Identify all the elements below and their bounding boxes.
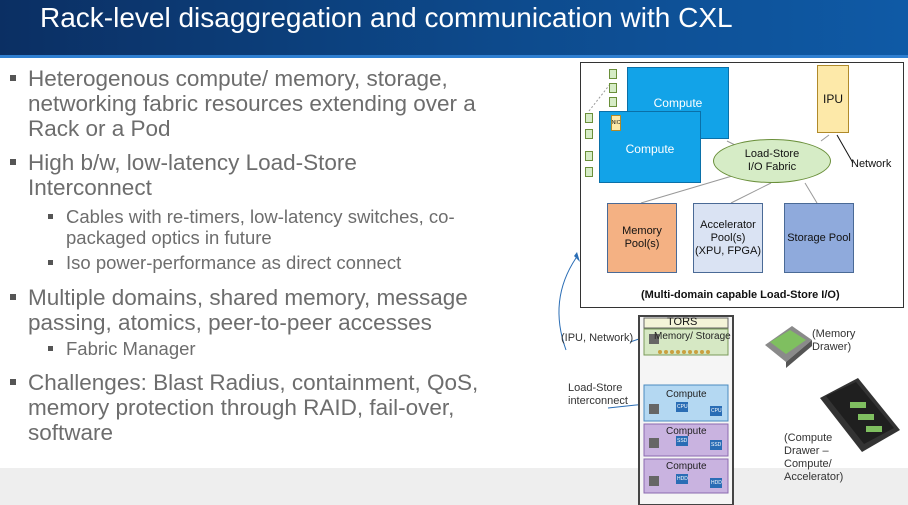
ipu-network-annotation: (IPU, Network) xyxy=(561,332,634,344)
bullet-marker xyxy=(10,294,16,300)
dimm-module xyxy=(585,129,593,139)
pool-label: (XPU, FPGA) xyxy=(694,244,761,257)
subbullet-marker xyxy=(48,346,53,351)
rack-compute-label: Compute xyxy=(666,426,707,437)
network-label: Network xyxy=(851,158,892,170)
ipu-box: IPU xyxy=(817,65,849,133)
bullet-marker xyxy=(10,379,16,385)
memory-pool: Memory Pool(s) xyxy=(607,203,677,273)
load-store-fabric: Load-Store I/O Fabric xyxy=(713,139,831,183)
dimm-module xyxy=(609,83,617,93)
dimm-module xyxy=(609,97,617,107)
bullet-text: Challenges: Blast Radius, containment, Q… xyxy=(28,370,479,445)
memory-storage-label: Memory/ Storage xyxy=(654,331,731,342)
dimm-module xyxy=(585,113,593,123)
pool-label: Storage Pool xyxy=(787,232,851,244)
pool-label: Accelerator xyxy=(700,218,756,231)
ssd-chip-label: SSD xyxy=(711,442,722,448)
cpu-chip-label: CPU xyxy=(677,404,688,410)
pool-label: Pool(s) xyxy=(624,238,660,250)
rack-compute-label: Compute xyxy=(666,389,707,400)
accelerator-pool: Accelerator Pool(s) (XPU, FPGA) xyxy=(693,203,763,273)
compute-label: Compute xyxy=(653,96,703,110)
bullet-marker xyxy=(10,75,16,81)
ssd-chip-label: SSD xyxy=(677,438,688,444)
pool-label: Memory xyxy=(622,225,662,237)
pool-label: Pool(s) xyxy=(710,231,746,244)
cpu-chip-label: CPU xyxy=(711,408,722,414)
dimm-module xyxy=(585,151,593,161)
fabric-label: I/O Fabric xyxy=(747,161,797,173)
footer-band xyxy=(0,468,908,505)
subbullet-marker xyxy=(48,214,53,219)
rack-compute-label: Compute xyxy=(666,461,707,472)
compute-label: Compute xyxy=(625,142,675,156)
hdd-chip-label: HDD xyxy=(711,480,722,486)
dimm-module xyxy=(585,167,593,177)
subbullet-text: Cables with re-timers, low-latency switc… xyxy=(66,206,455,248)
subbullet-text: Iso power-performance as direct connect xyxy=(66,252,402,273)
dimm-module xyxy=(609,69,617,79)
fabric-label: Load-Store xyxy=(744,148,800,160)
subbullet-marker xyxy=(48,260,53,265)
nic-chip: NIC xyxy=(611,115,621,131)
fabric-diagram: Compute Compute NIC IPU Load-Store I/O F… xyxy=(580,62,904,308)
hdd-chip-label: HDD xyxy=(677,476,688,482)
bullet-marker xyxy=(10,159,16,165)
title-bar: Rack-level disaggregation and communicat… xyxy=(0,0,908,58)
subbullet-text: Fabric Manager xyxy=(66,338,196,359)
ipu-label: IPU xyxy=(822,92,843,106)
title-underline xyxy=(0,55,908,58)
tors-label: TORS xyxy=(667,316,698,328)
bullet-text: Multiple domains, shared memory, message… xyxy=(28,285,468,335)
diagram-caption: (Multi-domain capable Load-Store I/O) xyxy=(641,289,840,301)
storage-pool: Storage Pool xyxy=(784,203,854,273)
nic-label: NIC xyxy=(611,120,621,126)
bullet-text: Heterogenous compute/ memory, storage,ne… xyxy=(28,66,476,141)
slide-title: Rack-level disaggregation and communicat… xyxy=(40,2,733,33)
